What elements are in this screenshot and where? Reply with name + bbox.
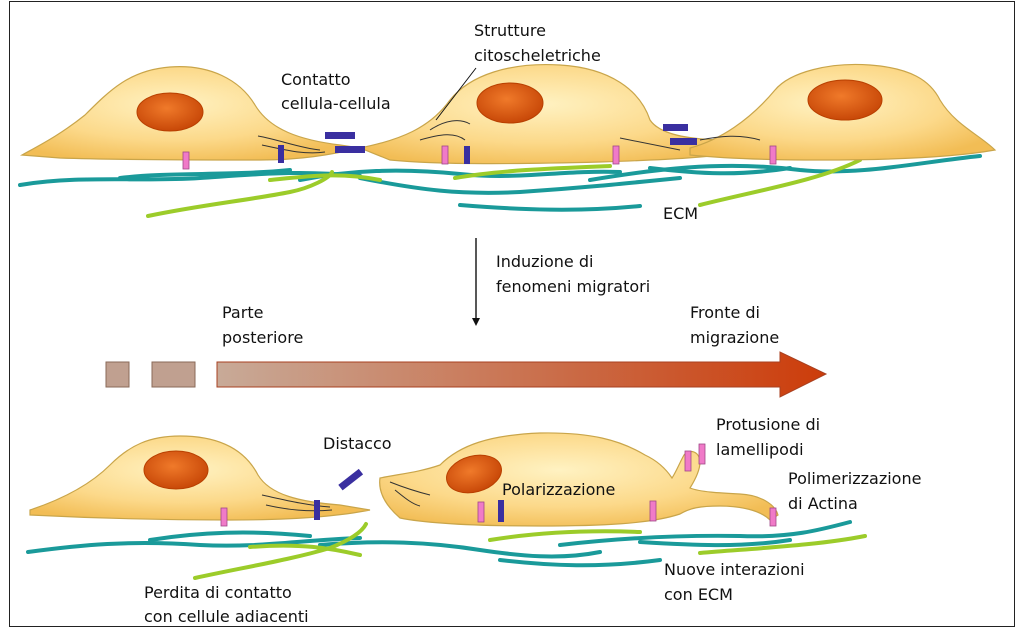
svg-text:posteriore: posteriore bbox=[222, 328, 303, 347]
svg-text:Induzione di: Induzione di bbox=[496, 252, 593, 271]
svg-text:Contatto: Contatto bbox=[281, 70, 351, 89]
svg-text:Perdita di contatto: Perdita di contatto bbox=[144, 583, 292, 602]
svg-text:Protusione di: Protusione di bbox=[716, 415, 820, 434]
nucleus bbox=[808, 80, 882, 120]
cell-top-right bbox=[690, 64, 995, 160]
svg-text:con ECM: con ECM bbox=[664, 585, 733, 604]
label-nuove: Nuove interazioni con ECM bbox=[664, 560, 805, 604]
label-parte-posteriore: Parte posteriore bbox=[222, 303, 303, 347]
svg-text:migrazione: migrazione bbox=[690, 328, 779, 347]
svg-text:Strutture: Strutture bbox=[474, 21, 546, 40]
nucleus bbox=[477, 83, 543, 123]
nucleus bbox=[144, 451, 208, 489]
label-contatto: Contatto cellula-cellula bbox=[281, 70, 391, 113]
label-ecm: ECM bbox=[663, 204, 698, 223]
svg-text:Nuove interazioni: Nuove interazioni bbox=[664, 560, 805, 579]
svg-text:lamellipodi: lamellipodi bbox=[716, 440, 804, 459]
migration-direction-arrow bbox=[106, 352, 826, 397]
nucleus bbox=[137, 93, 203, 131]
svg-text:Parte: Parte bbox=[222, 303, 263, 322]
label-perdita: Perdita di contatto con cellule adiacent… bbox=[144, 583, 309, 626]
svg-text:cellula-cellula: cellula-cellula bbox=[281, 94, 391, 113]
svg-text:citoscheletriche: citoscheletriche bbox=[474, 46, 601, 65]
svg-text:Fronte di: Fronte di bbox=[690, 303, 760, 322]
label-polarizzazione: Polarizzazione bbox=[502, 480, 615, 499]
svg-text:con cellule adiacenti: con cellule adiacenti bbox=[144, 607, 309, 626]
label-fronte: Fronte di migrazione bbox=[690, 303, 779, 347]
label-induzione: Induzione di fenomeni migratori bbox=[496, 252, 650, 296]
ecm-fibers-top bbox=[20, 156, 980, 216]
svg-text:Polimerizzazione: Polimerizzazione bbox=[788, 469, 921, 488]
label-polimerizzazione: Polimerizzazione di Actina bbox=[788, 469, 921, 513]
induction-arrow bbox=[472, 238, 480, 326]
svg-text:di Actina: di Actina bbox=[788, 494, 858, 513]
label-protusione: Protusione di lamellipodi bbox=[716, 415, 820, 459]
label-distacco: Distacco bbox=[323, 434, 392, 453]
svg-text:fenomeni migratori: fenomeni migratori bbox=[496, 277, 650, 296]
